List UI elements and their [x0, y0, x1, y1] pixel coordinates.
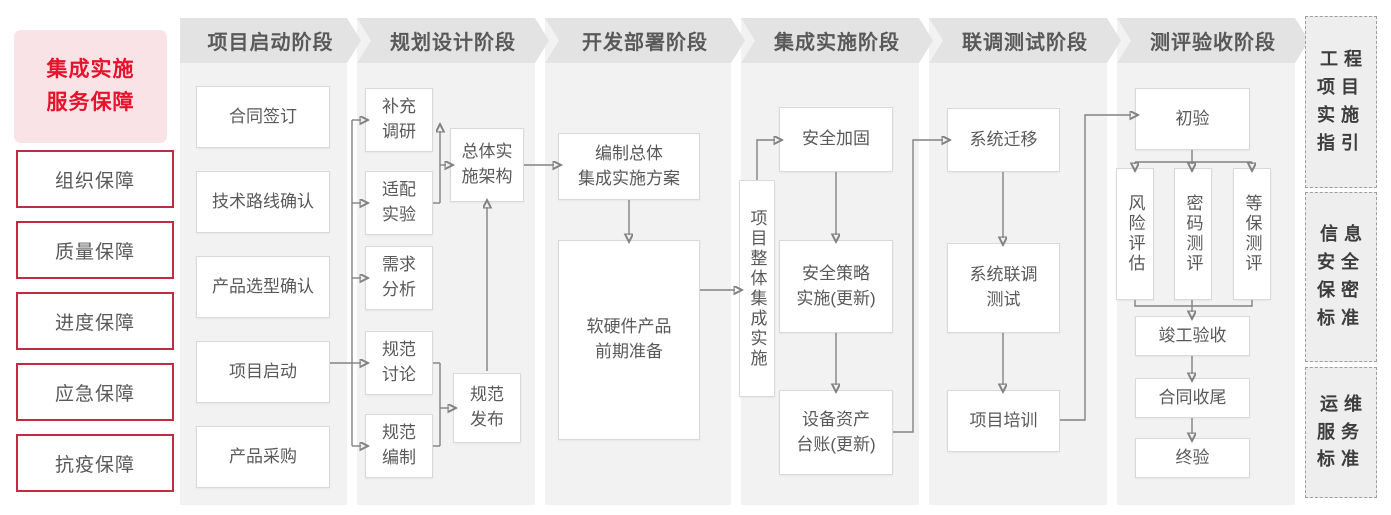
task-project-training: 项目培训 — [947, 390, 1060, 452]
task-contract-signing: 合同签订 — [196, 86, 330, 148]
task-adaptation-test: 适配 实验 — [365, 171, 433, 235]
task-risk-assessment: 风险评估 — [1116, 168, 1154, 300]
phase-banner-dev-deploy: 开发部署阶段 — [545, 18, 745, 63]
standard-om-service: 运维 服务 标准 — [1305, 367, 1377, 498]
sidebar-item-epidemic-guarantee: 抗疫保障 — [16, 434, 174, 492]
task-hw-sw-preparation: 软硬件产品 前期准备 — [558, 240, 700, 440]
task-supplementary-research: 补充 调研 — [365, 88, 433, 152]
task-spec-discussion: 规范 讨论 — [365, 331, 433, 395]
task-crypto-evaluation: 密码测评 — [1174, 168, 1212, 300]
task-overall-integration-plan: 编制总体 集成实施方案 — [558, 133, 700, 200]
task-security-policy-implementation: 安全策略 实施(更新) — [779, 240, 893, 333]
standard-info-security-confidentiality: 信息 安全 保密 标准 — [1305, 192, 1377, 362]
task-tech-route-confirm: 技术路线确认 — [196, 171, 330, 233]
task-classified-protection-evaluation: 等保测评 — [1233, 168, 1271, 300]
phase-banner-integration: 集成实施阶段 — [741, 18, 933, 63]
sidebar-item-schedule-guarantee: 进度保障 — [16, 292, 174, 350]
sidebar-title: 集成实施 服务保障 — [14, 30, 167, 143]
task-product-selection-confirm: 产品选型确认 — [196, 256, 330, 318]
task-product-procurement: 产品采购 — [196, 426, 330, 488]
standard-project-implementation-guide: 工程 项目 实施 指引 — [1305, 16, 1377, 188]
sidebar-item-emergency-guarantee: 应急保障 — [16, 363, 174, 421]
task-contract-closure: 合同收尾 — [1135, 378, 1250, 418]
task-system-joint-debugging-test: 系统联调 测试 — [947, 243, 1060, 333]
task-spec-drafting: 规范 编制 — [365, 414, 433, 478]
sidebar-item-quality-guarantee: 质量保障 — [16, 221, 174, 279]
phase-banner-planning-design: 规划设计阶段 — [357, 18, 549, 63]
task-spec-release: 规范 发布 — [453, 373, 521, 443]
task-initial-acceptance: 初验 — [1135, 88, 1250, 150]
phase-banner-project-start: 项目启动阶段 — [180, 18, 361, 63]
sidebar-item-organization-guarantee: 组织保障 — [16, 150, 174, 208]
task-overall-integration-implementation: 项目整体集成实施 — [739, 180, 775, 397]
task-security-hardening: 安全加固 — [779, 107, 893, 172]
phase-banner-acceptance: 测评验收阶段 — [1117, 18, 1309, 63]
task-final-acceptance: 终验 — [1135, 438, 1250, 478]
task-completion-acceptance: 竣工验收 — [1135, 316, 1250, 356]
task-system-migration: 系统迁移 — [947, 108, 1060, 172]
task-requirement-analysis: 需求 分析 — [365, 246, 433, 310]
task-project-kickoff: 项目启动 — [196, 341, 330, 403]
phase-banner-joint-test: 联调测试阶段 — [929, 18, 1121, 63]
task-asset-ledger-update: 设备资产 台账(更新) — [779, 390, 893, 475]
task-overall-implementation-architecture: 总体实 施架构 — [450, 128, 524, 202]
